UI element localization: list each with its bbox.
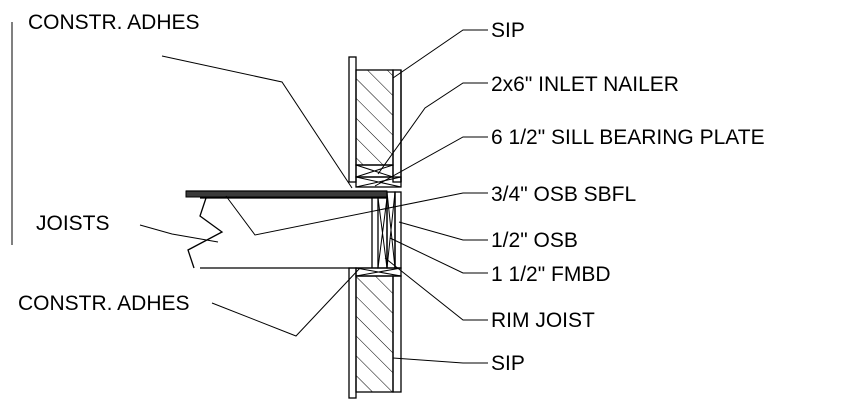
label-rim-joist: RIM JOIST [491,309,595,332]
leader-inlet-nailer [377,82,488,175]
lower-nailer-block [355,267,402,277]
inlet-nailer-block [355,164,394,178]
leader-constr-adhes-bottom [211,267,361,337]
label-inlet-nailer: 2x6" INLET NAILER [491,73,679,96]
label-joists: JOISTS [36,212,110,235]
leader-fmbd [389,237,488,274]
leader-sip-top [392,29,488,79]
upper-sip-panel [348,56,402,183]
leader-lines [139,29,488,364]
label-sill-bearing-plate: 6 1/2" SILL BEARING PLATE [491,126,765,149]
label-sip-top: SIP [491,19,525,42]
label-half-osb: 1/2" OSB [491,229,578,252]
lower-sip-panel [348,267,402,399]
leader-constr-adhes-top [161,55,353,189]
label-osb-sbfl: 3/4" OSB SBFL [491,183,636,206]
floor-joist [187,197,378,269]
osb-subfloor [185,190,388,198]
label-sip-bottom: SIP [491,352,525,375]
leader-sill-bearing-plate [374,136,488,187]
leader-sip-bottom [392,357,488,364]
leader-osb-sbfl [225,192,488,236]
leader-half-osb [398,221,488,241]
leader-rim-joist [384,257,488,321]
label-fmbd: 1 1/2" FMBD [491,263,611,286]
label-constr-adhes-bottom: CONSTR. ADHES [18,292,190,315]
half-inch-osb [394,191,402,269]
sill-bearing-plate-block [355,176,402,188]
leader-joists [139,224,219,243]
label-constr-adhes-top: CONSTR. ADHES [28,11,200,34]
fmbd-board [386,191,396,269]
